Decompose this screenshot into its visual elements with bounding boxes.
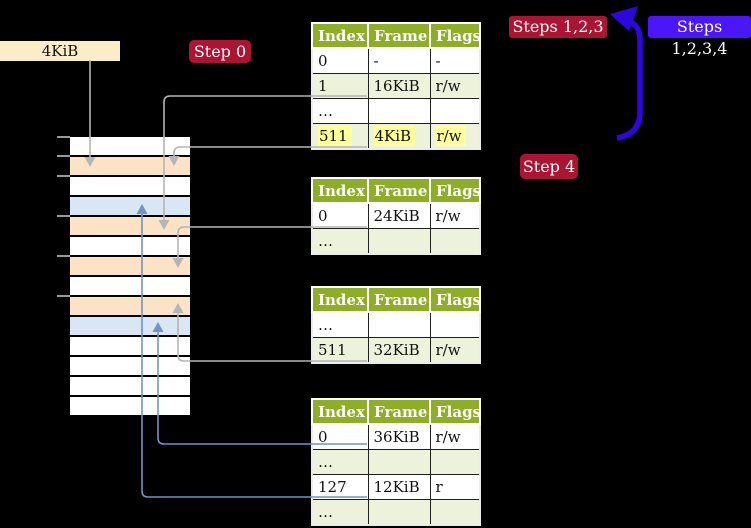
table-row: 0--: [311, 47, 481, 74]
table-cell: r/w: [429, 73, 481, 99]
steps-loop-arrow: [616, 18, 643, 141]
memory-frame-row-5: [70, 237, 190, 255]
table-cell: [429, 228, 481, 255]
column-header: Flags: [429, 177, 481, 204]
memory-frame-row-2: [70, 177, 190, 195]
memory-frame-row-10: [70, 337, 190, 355]
table-cell: 32KiB: [367, 337, 431, 364]
column-header: Flags: [429, 286, 481, 313]
table-cell: …: [311, 499, 369, 526]
arrow-up-left-icon: [610, 6, 638, 31]
column-header: Frame: [367, 398, 431, 425]
table-cell: 24KiB: [367, 202, 431, 229]
column-header: Index: [311, 22, 369, 49]
memory-frame-row-3: [70, 197, 190, 215]
table-cell: [429, 499, 481, 526]
table-row: …: [311, 98, 481, 124]
step-0-badge: Step 0: [189, 40, 251, 63]
table-row: …: [311, 499, 481, 526]
steps-1234-badge: Steps 1,2,3,4: [648, 16, 751, 58]
column-header: Frame: [367, 22, 431, 49]
table-cell: r: [429, 474, 481, 500]
table-cell: [367, 499, 431, 526]
column-header: Index: [311, 286, 369, 313]
memory-frame-row-12: [70, 377, 190, 395]
address-tick: [57, 215, 70, 217]
table-cell: …: [311, 98, 369, 124]
memory-frame-row-0: [70, 137, 190, 155]
table-cell: r/w: [429, 423, 481, 450]
table-cell: [429, 98, 481, 124]
memory-frame-row-9: [70, 317, 190, 335]
highlighted-value: 511: [318, 126, 352, 146]
address-tick: [57, 175, 70, 177]
address-tick: [57, 136, 70, 138]
memory-frame-row-4: [70, 217, 190, 235]
table-row: …: [311, 311, 481, 338]
table-cell: 36KiB: [367, 423, 431, 450]
table-cell: [429, 449, 481, 475]
table-cell: …: [311, 228, 369, 255]
frame-size-label: 4KiB: [0, 41, 120, 61]
table-cell: 511: [311, 337, 369, 364]
memory-frame-row-11: [70, 357, 190, 375]
memory-frame-row-13: [70, 397, 190, 415]
table-cell: [367, 311, 431, 338]
memory-frame-row-1: [70, 157, 190, 175]
table-cell: [367, 449, 431, 475]
table-cell: 0: [311, 423, 369, 450]
table-cell: 4KiB: [367, 123, 431, 150]
highlighted-value: r/w: [435, 126, 466, 146]
table-cell: …: [311, 311, 369, 338]
table-cell: …: [311, 449, 369, 475]
table-cell: -: [367, 47, 431, 74]
table-row: 511 4KiB r/w: [311, 123, 481, 150]
memory-frame-row-7: [70, 277, 190, 295]
column-header: Index: [311, 177, 369, 204]
physical-memory-stack: [70, 137, 190, 415]
column-header: Flags: [429, 22, 481, 49]
address-tick: [57, 255, 70, 257]
highlighted-value: 4KiB: [373, 126, 416, 146]
address-tick: [57, 295, 70, 297]
column-header: Index: [311, 398, 369, 425]
table-cell: 12KiB: [367, 474, 431, 500]
table-cell: 16KiB: [367, 73, 431, 99]
column-header: Flags: [429, 398, 481, 425]
table-row: …: [311, 228, 481, 255]
table-cell: [367, 98, 431, 124]
table-cell: [429, 311, 481, 338]
column-header: Frame: [367, 286, 431, 313]
table-cell: 127: [311, 474, 369, 500]
memory-frame-row-6: [70, 257, 190, 275]
table-row: …: [311, 449, 481, 475]
table-cell: [367, 228, 431, 255]
table-cell: 0: [311, 202, 369, 229]
column-header: Frame: [367, 177, 431, 204]
step-4-badge: Step 4: [520, 154, 578, 179]
table-cell: 511: [311, 123, 369, 150]
table-cell: r/w: [429, 337, 481, 364]
table-cell: 1: [311, 73, 369, 99]
table-cell: 0: [311, 47, 369, 74]
memory-frame-row-8: [70, 297, 190, 315]
table-cell: -: [429, 47, 481, 74]
steps-123-badge: Steps 1,2,3: [509, 16, 607, 38]
address-tick: [57, 155, 70, 157]
table-cell: r/w: [429, 202, 481, 229]
table-cell: r/w: [429, 123, 481, 150]
